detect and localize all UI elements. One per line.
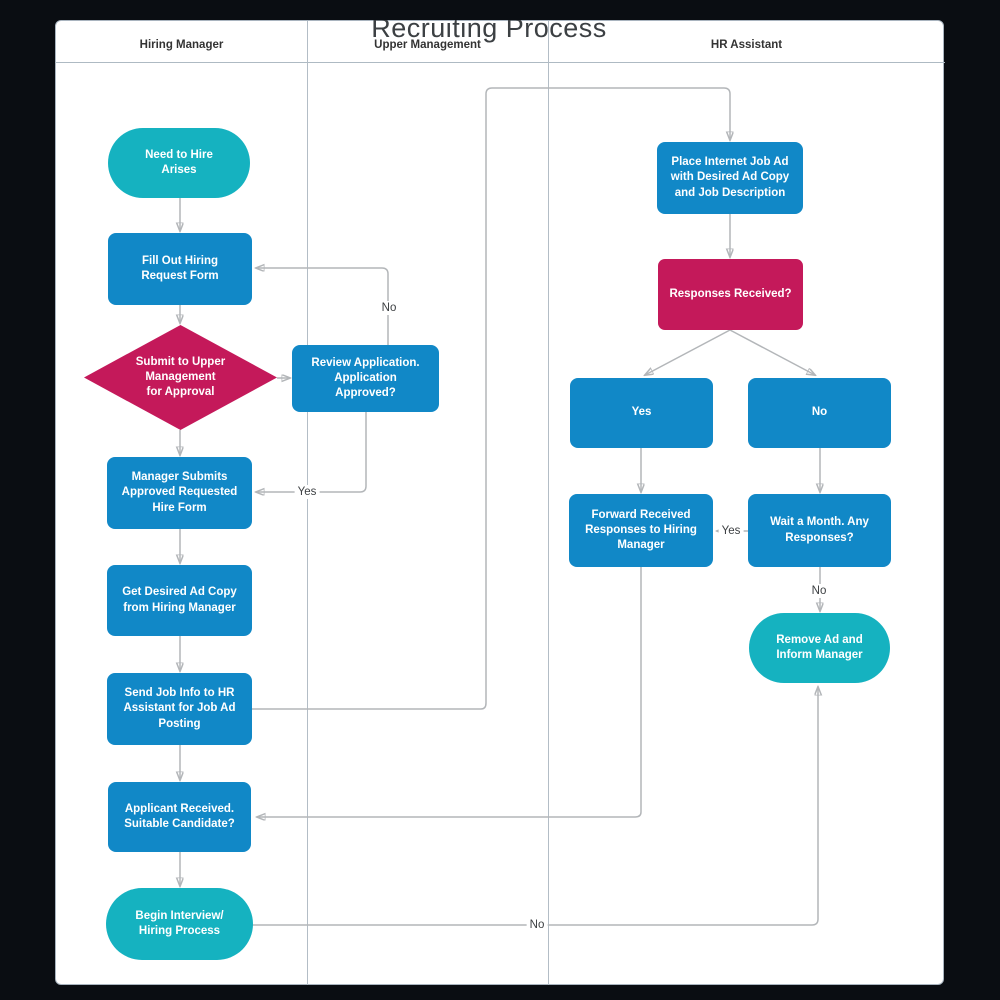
node-applicant-received[interactable]: Applicant Received. Suitable Candidate? — [108, 782, 251, 852]
edge-interview-no-to-remove — [252, 687, 818, 926]
node-need-to-hire-arises[interactable]: Need to Hire Arises — [108, 128, 250, 198]
lane-divider-2 — [548, 21, 549, 985]
lane-divider-1 — [307, 21, 308, 985]
edge-review-yes-to-manager — [256, 412, 367, 492]
node-fill-out-hiring-request-form[interactable]: Fill Out Hiring Request Form — [108, 233, 252, 305]
frame-left — [0, 0, 55, 1000]
edge-responses-to-yes — [645, 329, 731, 375]
lane-header-upper-management: Upper Management — [374, 39, 481, 51]
frame-bottom — [0, 986, 1000, 1000]
node-send-job-info[interactable]: Send Job Info to HR Assistant for Job Ad… — [107, 673, 252, 745]
edge-forward-to-applicant — [257, 567, 642, 817]
frame-top — [0, 0, 1000, 20]
edge-responses-to-no — [729, 329, 815, 375]
edge-label-no-review: No — [378, 301, 400, 315]
node-forward-received-responses[interactable]: Forward Received Responses to Hiring Man… — [569, 494, 713, 567]
node-get-desired-ad-copy[interactable]: Get Desired Ad Copy from Hiring Manager — [107, 565, 252, 636]
node-manager-submits-hire-form[interactable]: Manager Submits Approved Requested Hire … — [107, 457, 252, 529]
frame-right — [945, 0, 1000, 1000]
node-no[interactable]: No — [748, 378, 891, 448]
node-wait-a-month[interactable]: Wait a Month. Any Responses? — [748, 494, 891, 567]
node-begin-interview[interactable]: Begin Interview/ Hiring Process — [106, 888, 253, 960]
node-remove-ad-inform-manager[interactable]: Remove Ad and Inform Manager — [749, 613, 890, 683]
node-place-internet-job-ad[interactable]: Place Internet Job Ad with Desired Ad Co… — [657, 142, 803, 214]
edge-review-no-to-fill — [256, 268, 389, 345]
edge-label-yes-wait: Yes — [718, 524, 744, 538]
edge-sendinfo-to-placead — [252, 87, 730, 710]
node-review-application[interactable]: Review Application. Application Approved… — [292, 345, 439, 412]
lane-header-hiring-manager: Hiring Manager — [139, 39, 224, 51]
edge-label-yes-review: Yes — [294, 485, 320, 499]
node-responses-received[interactable]: Responses Received? — [658, 259, 803, 330]
lane-header-underline — [55, 62, 945, 63]
edge-label-no-bottom: No — [526, 918, 548, 932]
edge-label-no-wait: No — [808, 584, 830, 598]
lane-header-hr-assistant: HR Assistant — [710, 39, 783, 51]
node-yes[interactable]: Yes — [570, 378, 713, 448]
